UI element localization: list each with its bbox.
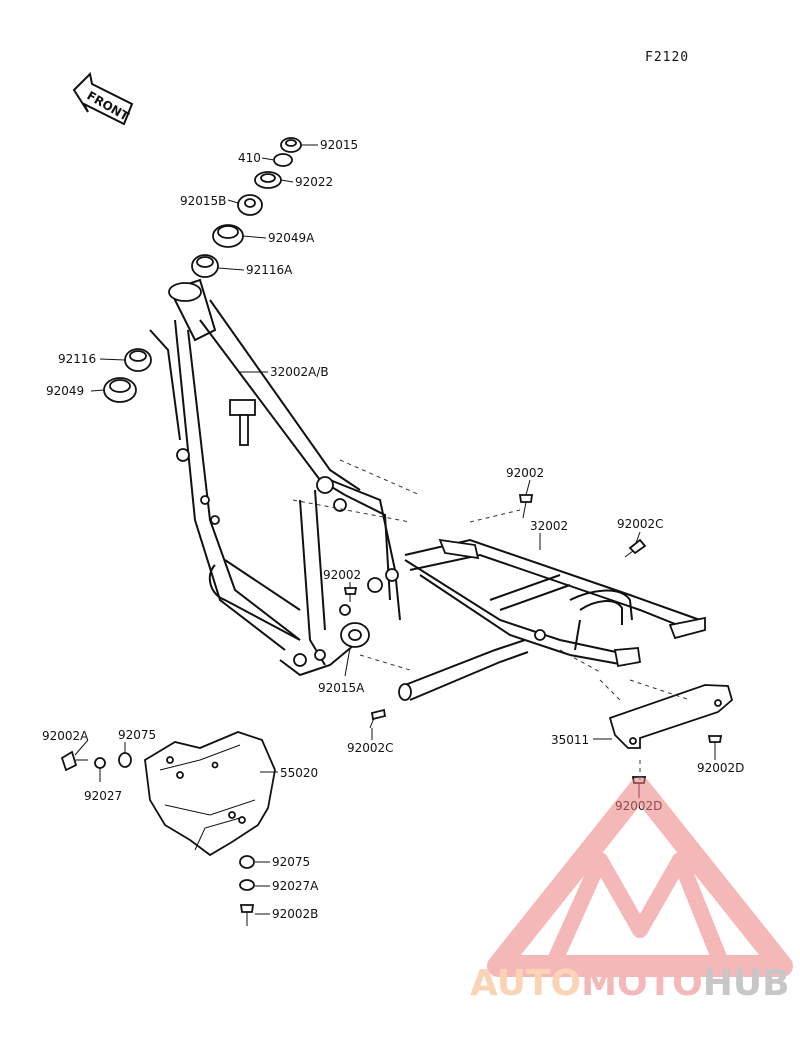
callout-92015a: 92015A (318, 681, 365, 695)
callout-410: 410 (238, 151, 261, 165)
callout-92049a: 92049A (268, 231, 315, 245)
callout-labels: 92015 410 92022 92015B 92049A 92116A 921… (42, 138, 744, 921)
steering-head-parts (103, 137, 302, 403)
callout-92022: 92022 (295, 175, 333, 189)
callout-92116a: 92116A (246, 263, 293, 277)
watermark-triangle-icon (487, 777, 793, 977)
callout-92002-top: 92002 (506, 466, 544, 480)
callout-92049: 92049 (46, 384, 84, 398)
main-frame (149, 278, 401, 677)
watermark-logo: AUTOMOTOHUB (470, 777, 793, 1004)
callout-92027a: 92027A (272, 879, 319, 893)
callout-92002c-right: 92002C (617, 517, 664, 531)
callout-55020: 55020 (280, 766, 318, 780)
callout-92015b: 92015B (180, 194, 226, 208)
callout-92002c-bottom: 92002C (347, 741, 394, 755)
callout-35011: 35011 (551, 733, 589, 747)
part-55020-skid-plate (144, 731, 276, 857)
callout-92002-mid: 92002 (323, 568, 361, 582)
rear-subframe (398, 538, 706, 701)
bolts (60, 494, 723, 926)
callout-32002ab: 32002A/B (270, 365, 329, 379)
callout-92002d-right: 92002D (697, 761, 744, 775)
front-arrow-icon: FRONT (72, 71, 134, 126)
callout-92002b: 92002B (272, 907, 318, 921)
callout-92075-bottom: 92075 (272, 855, 310, 869)
callout-92002a: 92002A (42, 729, 89, 743)
callout-92027: 92027 (84, 789, 122, 803)
callout-92075-left: 92075 (118, 728, 156, 742)
callout-92116: 92116 (58, 352, 96, 366)
callout-32002: 32002 (530, 519, 568, 533)
watermark-hub: HUB (703, 963, 790, 1004)
watermark-moto: MOTO (581, 963, 703, 1004)
watermark-text: AUTOMOTOHUB (470, 963, 790, 1004)
figure-code: F2120 (645, 50, 689, 65)
callout-92015: 92015 (320, 138, 358, 152)
assembly-lines (292, 459, 691, 780)
leader-lines (74, 144, 716, 915)
watermark-auto: AUTO (470, 963, 581, 1004)
part-35011 (608, 684, 734, 749)
